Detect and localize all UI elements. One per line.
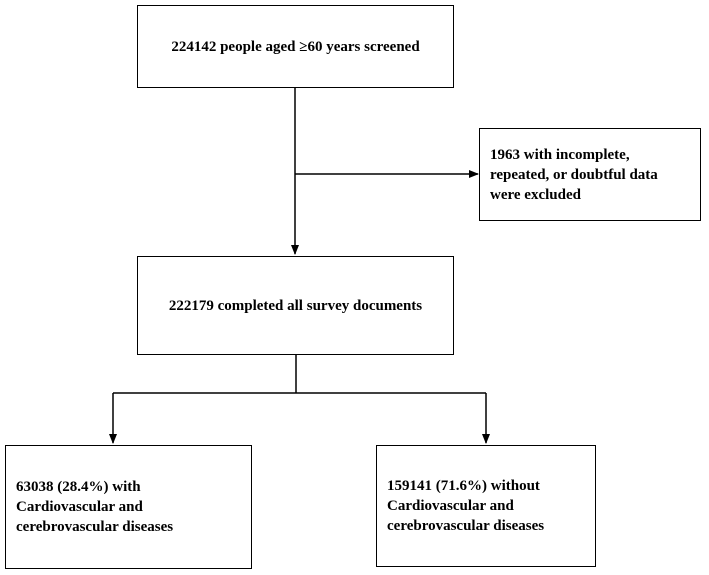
box-completed-label: 222179 completed all survey documents [168, 297, 423, 314]
box-screened-label: 224142 people aged ≥60 years screened [171, 38, 420, 55]
box-screened: 224142 people aged ≥60 years screened [137, 5, 454, 88]
box-with-disease-label: 63038 (28.4%) with Cardiovascular and ce… [16, 479, 174, 535]
box-with-disease: 63038 (28.4%) with Cardiovascular and ce… [5, 445, 252, 569]
box-without-disease-label: 159141 (71.6%) without Cardiovascular an… [387, 478, 545, 534]
box-excluded: 1963 with incomplete, repeated, or doubt… [479, 128, 701, 221]
box-without-disease: 159141 (71.6%) without Cardiovascular an… [376, 445, 596, 567]
box-excluded-label: 1963 with incomplete, repeated, or doubt… [490, 146, 658, 203]
box-completed: 222179 completed all survey documents [137, 256, 454, 355]
